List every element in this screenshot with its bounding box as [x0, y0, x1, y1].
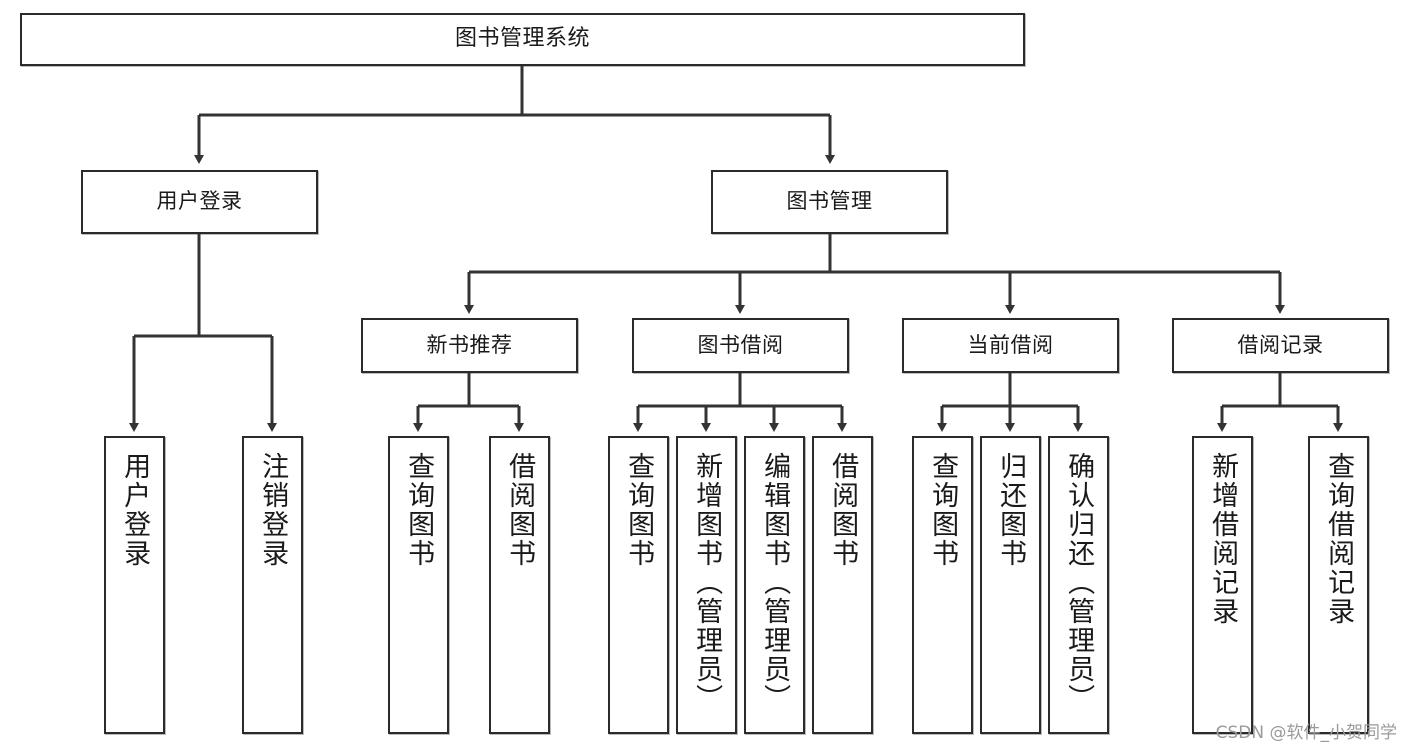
- node-book-borrow-label: 图书借阅: [697, 332, 784, 357]
- leaf-borrow-query-book-label: 查询图书: [623, 452, 655, 568]
- leaf-user-login-label: 用户登录: [119, 452, 151, 568]
- leaf-logout[interactable]: 注销登录: [242, 436, 303, 734]
- node-book-management[interactable]: 图书管理: [711, 170, 948, 234]
- node-borrow-record-label: 借阅记录: [1237, 332, 1324, 357]
- leaf-borrow-edit-book-admin[interactable]: 编辑图书（管理员）: [744, 436, 805, 734]
- node-borrow-record[interactable]: 借阅记录: [1172, 318, 1389, 373]
- leaf-record-add-record[interactable]: 新增借阅记录: [1192, 436, 1253, 734]
- leaf-new-book-query-book-label: 查询图书: [403, 452, 435, 568]
- node-user-login-label: 用户登录: [156, 189, 243, 214]
- leaf-record-query-record-label: 查询借阅记录: [1323, 452, 1355, 626]
- leaf-current-confirm-return-admin[interactable]: 确认归还（管理员）: [1048, 436, 1109, 734]
- node-current-borrow-label: 当前借阅: [967, 332, 1054, 357]
- leaf-new-book-borrow-book-label: 借阅图书: [504, 452, 536, 568]
- leaf-current-confirm-return-admin-label: 确认归还（管理员）: [1063, 452, 1095, 713]
- leaf-new-book-borrow-book[interactable]: 借阅图书: [489, 436, 550, 734]
- node-new-book-recommend[interactable]: 新书推荐: [361, 318, 578, 373]
- leaf-new-book-query-book[interactable]: 查询图书: [388, 436, 449, 734]
- csdn-watermark: CSDN @软件_小贺同学: [1215, 723, 1397, 743]
- leaf-borrow-borrow-book[interactable]: 借阅图书: [812, 436, 873, 734]
- node-book-borrow[interactable]: 图书借阅: [632, 318, 849, 373]
- leaf-logout-label: 注销登录: [257, 452, 289, 568]
- node-new-book-recommend-label: 新书推荐: [426, 332, 513, 357]
- node-root-system-label: 图书管理系统: [454, 26, 590, 52]
- leaf-current-return-book-label: 归还图书: [995, 452, 1027, 568]
- leaf-borrow-borrow-book-label: 借阅图书: [827, 452, 859, 568]
- leaf-borrow-add-book-admin-label: 新增图书（管理员）: [691, 452, 723, 713]
- leaf-borrow-edit-book-admin-label: 编辑图书（管理员）: [759, 452, 791, 713]
- leaf-current-query-book-label: 查询图书: [927, 452, 959, 568]
- leaf-user-login[interactable]: 用户登录: [104, 436, 165, 734]
- leaf-record-add-record-label: 新增借阅记录: [1207, 452, 1239, 626]
- leaf-current-query-book[interactable]: 查询图书: [912, 436, 973, 734]
- leaf-borrow-query-book[interactable]: 查询图书: [608, 436, 669, 734]
- leaf-current-return-book[interactable]: 归还图书: [980, 436, 1041, 734]
- node-user-login[interactable]: 用户登录: [81, 170, 318, 234]
- node-current-borrow[interactable]: 当前借阅: [902, 318, 1119, 373]
- leaf-record-query-record[interactable]: 查询借阅记录: [1308, 436, 1369, 734]
- leaf-borrow-add-book-admin[interactable]: 新增图书（管理员）: [676, 436, 737, 734]
- node-book-management-label: 图书管理: [786, 189, 873, 214]
- node-root-system[interactable]: 图书管理系统: [20, 13, 1025, 66]
